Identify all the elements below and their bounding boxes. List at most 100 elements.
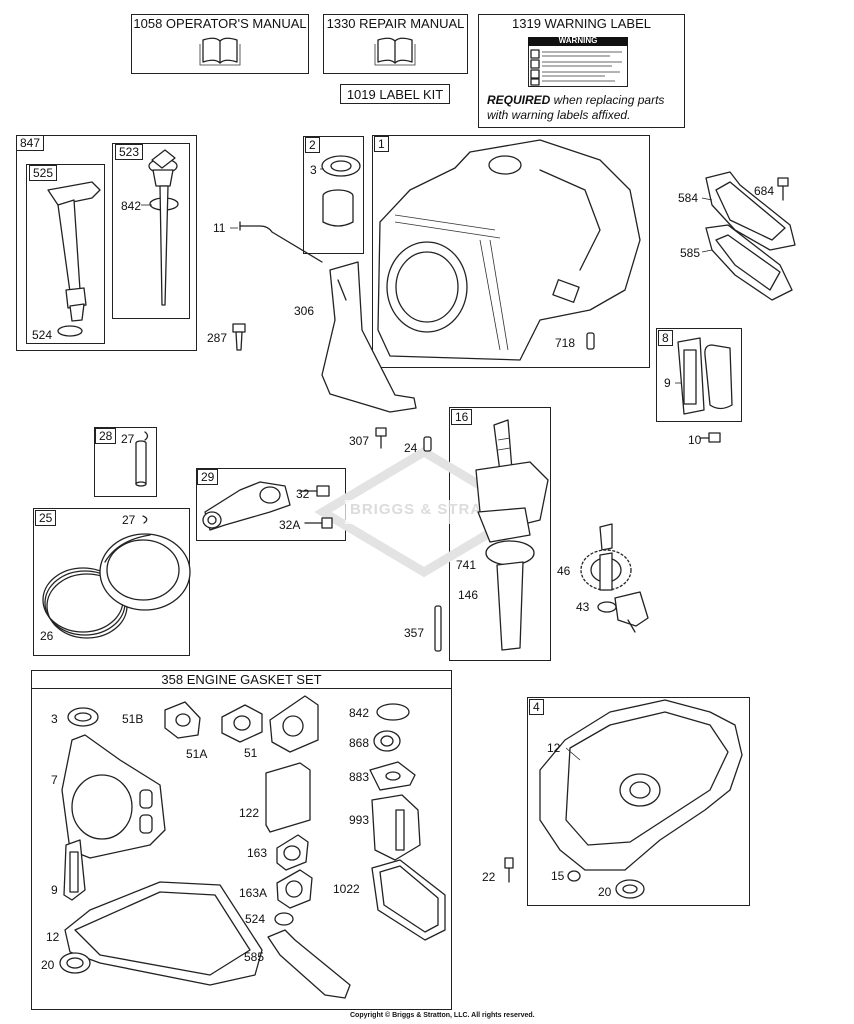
group-tag-2: 2 — [305, 137, 320, 153]
leader-lines — [141, 168, 713, 761]
dowel-pin-718 — [586, 332, 595, 350]
label-46: 46 — [557, 564, 571, 578]
gasket-3-seal — [67, 707, 99, 727]
sump-gasket-12 — [64, 881, 263, 986]
label-15: 15 — [551, 869, 565, 883]
gasket-label-842: 842 — [349, 706, 370, 720]
repair-book-icon — [374, 37, 416, 66]
rod-bolt-32a-drawing — [304, 517, 333, 529]
crankcase-sump-drawing — [539, 699, 743, 871]
gasket-label-12: 12 — [46, 930, 60, 944]
group-box-525 — [26, 164, 105, 344]
camshaft-drawing — [580, 523, 632, 591]
group-box-4 — [527, 697, 750, 906]
label-27-pin: 27 — [121, 432, 135, 446]
warning-sticker-text: WARNING — [558, 36, 598, 45]
bolt-287-drawing — [232, 323, 246, 351]
gasket-993 — [371, 794, 421, 861]
group-tag-847: 847 — [16, 135, 45, 151]
label-584: 584 — [678, 191, 699, 205]
label-842-dipstick: 842 — [121, 199, 142, 213]
gasket-51 — [269, 695, 319, 753]
oil-seal-drawing — [321, 155, 361, 227]
gasket-label-524: 524 — [245, 912, 266, 926]
warning-sticker-bar — [528, 37, 628, 46]
gasket-label-993: 993 — [349, 813, 370, 827]
required-line2: with warning labels affixed. — [487, 108, 631, 122]
cylinder-block-drawing — [377, 139, 641, 361]
valve-cover-drawing — [677, 337, 733, 415]
gasket-label-122: 122 — [239, 806, 260, 820]
label-684: 684 — [754, 184, 775, 198]
label-718: 718 — [555, 336, 576, 350]
group-tag-8: 8 — [658, 330, 673, 346]
label-585-cover: 585 — [680, 246, 701, 260]
manual-book-icon — [199, 37, 241, 66]
repair-manual-title: 1330 REPAIR MANUAL — [326, 16, 465, 31]
air-guide-drawing — [321, 261, 417, 413]
copyright-notice: Copyright © Briggs & Stratton, LLC. All … — [350, 1012, 535, 1019]
piston-pin-drawing — [135, 431, 149, 487]
label-43: 43 — [576, 600, 590, 614]
group-tag-4: 4 — [529, 699, 544, 715]
screw-22-drawing — [504, 857, 514, 883]
gasket-585 — [267, 929, 351, 999]
label-524-oring: 524 — [32, 328, 53, 342]
gasket-label-868: 868 — [349, 736, 370, 750]
group-box-847 — [16, 135, 197, 351]
group-tag-1: 1 — [374, 136, 389, 152]
label-12-sump: 12 — [547, 741, 561, 755]
label-32a: 32A — [279, 518, 301, 532]
gasket-163a — [276, 869, 313, 909]
label-146: 146 — [458, 588, 479, 602]
repair-manual-box — [323, 14, 468, 74]
label-kit-box — [340, 84, 450, 104]
label-22: 22 — [482, 870, 496, 884]
dipstick-drawing — [148, 149, 179, 306]
gasket-163 — [276, 834, 309, 871]
gasket-label-1022: 1022 — [333, 882, 360, 896]
group-box-28 — [94, 427, 157, 497]
gasket-set-title: 358 ENGINE GASKET SET — [161, 672, 322, 687]
gasket-label-51a: 51A — [186, 747, 208, 761]
group-box-8 — [656, 328, 742, 422]
gasket-883 — [369, 761, 416, 791]
label-11: 11 — [213, 221, 226, 235]
group-box-1 — [372, 135, 650, 368]
label-kit-title: 1019 LABEL KIT — [346, 87, 444, 102]
required-bold: REQUIRED — [487, 93, 551, 107]
gasket-122 — [265, 762, 311, 833]
label-10: 10 — [688, 433, 702, 447]
gasket-9 — [63, 839, 86, 901]
warning-label-box — [478, 14, 685, 128]
group-tag-28: 28 — [95, 428, 117, 444]
label-287: 287 — [207, 331, 228, 345]
label-9-cover: 9 — [664, 376, 671, 390]
operators-manual-box — [131, 14, 309, 74]
gasket-524-oring — [274, 912, 294, 926]
label-357: 357 — [404, 626, 425, 640]
connecting-rod-drawing — [202, 481, 291, 531]
label-741: 741 — [456, 558, 477, 572]
group-tag-523: 523 — [115, 144, 144, 160]
gasket-set-header — [31, 670, 452, 689]
label-20-sump: 20 — [598, 885, 612, 899]
gasket-label-3: 3 — [51, 712, 58, 726]
gasket-20-seal — [59, 952, 91, 974]
rod-bolt-32-drawing — [299, 485, 330, 497]
label-24: 24 — [404, 441, 418, 455]
label-307: 307 — [349, 434, 370, 448]
group-tag-25: 25 — [35, 510, 57, 526]
group-tag-525: 525 — [29, 165, 58, 181]
label-3-seal: 3 — [310, 163, 317, 177]
seal-20-drawing — [615, 879, 645, 899]
group-tag-16: 16 — [451, 409, 473, 425]
gasket-51a — [221, 704, 263, 743]
label-27-clip: 27 — [122, 513, 136, 527]
group-tag-29: 29 — [197, 469, 219, 485]
warning-label-title: 1319 WARNING LABEL — [512, 16, 651, 31]
operators-manual-title: 1058 OPERATOR'S MANUAL — [133, 16, 307, 31]
crankshaft-drawing — [475, 419, 549, 651]
piston-clip — [142, 515, 148, 524]
